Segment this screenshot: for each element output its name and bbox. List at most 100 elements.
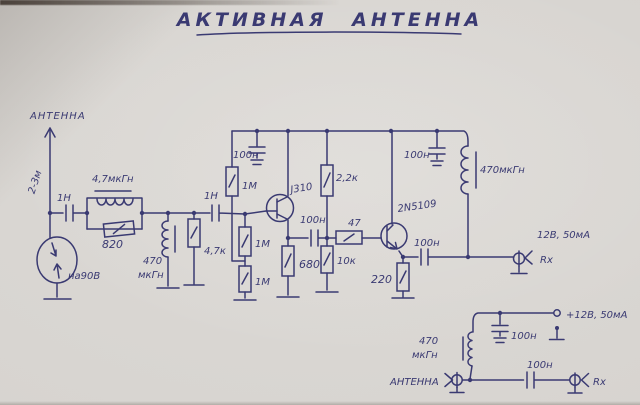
ground-icon: [493, 337, 507, 344]
coax-connector-icon: [569, 374, 581, 386]
capacitor-1n-input-label: 1Н: [57, 193, 71, 204]
inductor-470u-coil-icon: [161, 220, 169, 258]
rx-port-label: Rx: [540, 255, 553, 266]
capacitor-100n-rail-left-label: 100н: [233, 150, 259, 161]
tee-antenna-label: АНТЕННА: [389, 377, 439, 388]
arrester-arrow-up-icon: [53, 263, 62, 279]
resistor-1m-top-label: 1М: [242, 181, 257, 192]
capacitor-100n-stage-label: 100н: [300, 215, 326, 226]
ground-icon: [567, 386, 583, 394]
feed-inductor: 470мкГн: [460, 145, 525, 258]
power-note-label: 12В, 50мА: [537, 230, 590, 241]
plug-arrow-icon: [580, 372, 590, 388]
jfet-body-icon: [265, 193, 295, 223]
resistor-680-slash: [284, 253, 292, 268]
jfet-source-lead: [276, 213, 289, 239]
lead-length-label: 2-3м: [27, 169, 45, 196]
resistor-10k-slash: [323, 252, 331, 266]
ground-icon: [233, 291, 257, 301]
ground-icon: [510, 265, 528, 275]
inductor-470u-label-unit: мкГн: [138, 270, 164, 281]
antenna-label: АНТЕННА: [29, 111, 86, 122]
capacitor-1n-input: [49, 204, 88, 222]
resistor-4k7-slash: [190, 226, 198, 239]
resistor-680-label: 680: [299, 258, 320, 271]
source-network: 680 100н: [276, 215, 328, 298]
supply-rail: [231, 128, 469, 147]
inductor-470u-label-value: 470: [143, 256, 162, 267]
rail-wire: [231, 130, 469, 147]
resistor-47-slash: [343, 233, 355, 242]
antenna-input: АНТЕННА 2-3м: [27, 111, 86, 239]
inductor-470u-feed-coil-icon: [460, 145, 469, 195]
bias-tee: +12В, 50мА 100н 470 мкГн АНТЕННА 100н: [389, 309, 628, 394]
capacitor-100n-stage: [287, 229, 328, 247]
resistor-2k2-slash: [323, 172, 331, 188]
page-title: АКТИВНАЯ АНТЕННА: [175, 9, 483, 31]
ground-icon: [276, 275, 300, 298]
photo-top-shadow: [0, 0, 340, 5]
ground-icon: [548, 327, 565, 341]
resistor-820-label: 820: [102, 238, 123, 251]
capacitor-100n-output-label: 100н: [414, 238, 440, 249]
ground-icon: [156, 256, 180, 289]
ground-icon: [250, 159, 264, 166]
rail-cap-left: 100н: [233, 130, 266, 166]
bjt-body-icon: [380, 222, 408, 250]
capacitor-100n-bypass: [491, 312, 509, 337]
bjt-bias: 2,2к 10к 47: [315, 130, 382, 293]
wire: [231, 195, 246, 262]
photo-bottom-shadow: [0, 401, 640, 405]
node-dot: [467, 377, 473, 383]
gate-bias-divider: 1М 1М 1М: [225, 130, 270, 301]
bjt-collector-lead: [386, 130, 394, 232]
inductor-470u-tee-label-value: 470: [419, 336, 438, 347]
supply-label: +12В, 50мА: [566, 310, 628, 321]
emitter-output: 220 100н: [371, 238, 469, 299]
wire: [469, 365, 473, 380]
resistor-2k2-label: 2,2к: [336, 173, 358, 184]
resistor-1m-bot-label: 1М: [255, 277, 270, 288]
capacitor-1n-gate: [211, 204, 267, 222]
ground-icon: [391, 290, 415, 299]
resistor-1m-mid-label: 1М: [255, 239, 270, 250]
wire: [472, 312, 555, 333]
jfet-j310: J310: [265, 130, 313, 239]
resistor-220-label: 220: [371, 273, 392, 286]
capacitor-100n-rail-right: [428, 130, 446, 160]
ground-icon: [449, 386, 465, 394]
output-port: 12В, 50мА Rx: [465, 230, 590, 275]
tee-rx-label: Rx: [593, 377, 606, 388]
inductor-470u-tee-label-unit: мкГн: [412, 350, 438, 361]
title-block: АКТИВНАЯ АНТЕННА: [175, 9, 483, 36]
capacitor-100n-rail-left: [248, 130, 266, 159]
inductor-4u7-coil-icon: [96, 198, 134, 206]
capacitor-100n-rail-right-label: 100н: [404, 150, 430, 161]
resistor-1m-mid-slash: [241, 234, 249, 248]
ground-icon: [43, 282, 72, 300]
capacitor-100n-output: [402, 248, 469, 266]
title-underline: [196, 31, 462, 36]
rail-cap-right: 100н: [404, 130, 446, 167]
ground-icon: [315, 272, 339, 293]
resistor-820-symbol: [102, 220, 136, 238]
capacitor-1n-gate-label: 1Н: [204, 191, 218, 202]
ground-icon: [430, 160, 444, 167]
input-filter: 1Н 4,7мкГн 820 470 мкГн: [49, 174, 267, 289]
bjt-2n5109: 2N5109: [380, 130, 437, 258]
resistor-1m-bot-slash: [241, 272, 249, 285]
gas-arrester: на90В: [36, 236, 100, 300]
ground-icon: [183, 246, 205, 286]
bjt-label: 2N5109: [397, 199, 437, 215]
inductor-4u7-label: 4,7мкГн: [92, 174, 134, 185]
inductor-470u-tee-coil-icon: [467, 331, 473, 367]
resistor-47-label: 47: [348, 218, 361, 229]
node-dot: [84, 210, 90, 216]
resistor-220-slash: [399, 270, 407, 284]
resistor-4k7-label: 4,7к: [204, 246, 226, 257]
capacitor-100n-series-label: 100н: [527, 360, 553, 371]
jfet-label: J310: [288, 182, 313, 197]
resistor-10k-label: 10к: [337, 256, 356, 267]
